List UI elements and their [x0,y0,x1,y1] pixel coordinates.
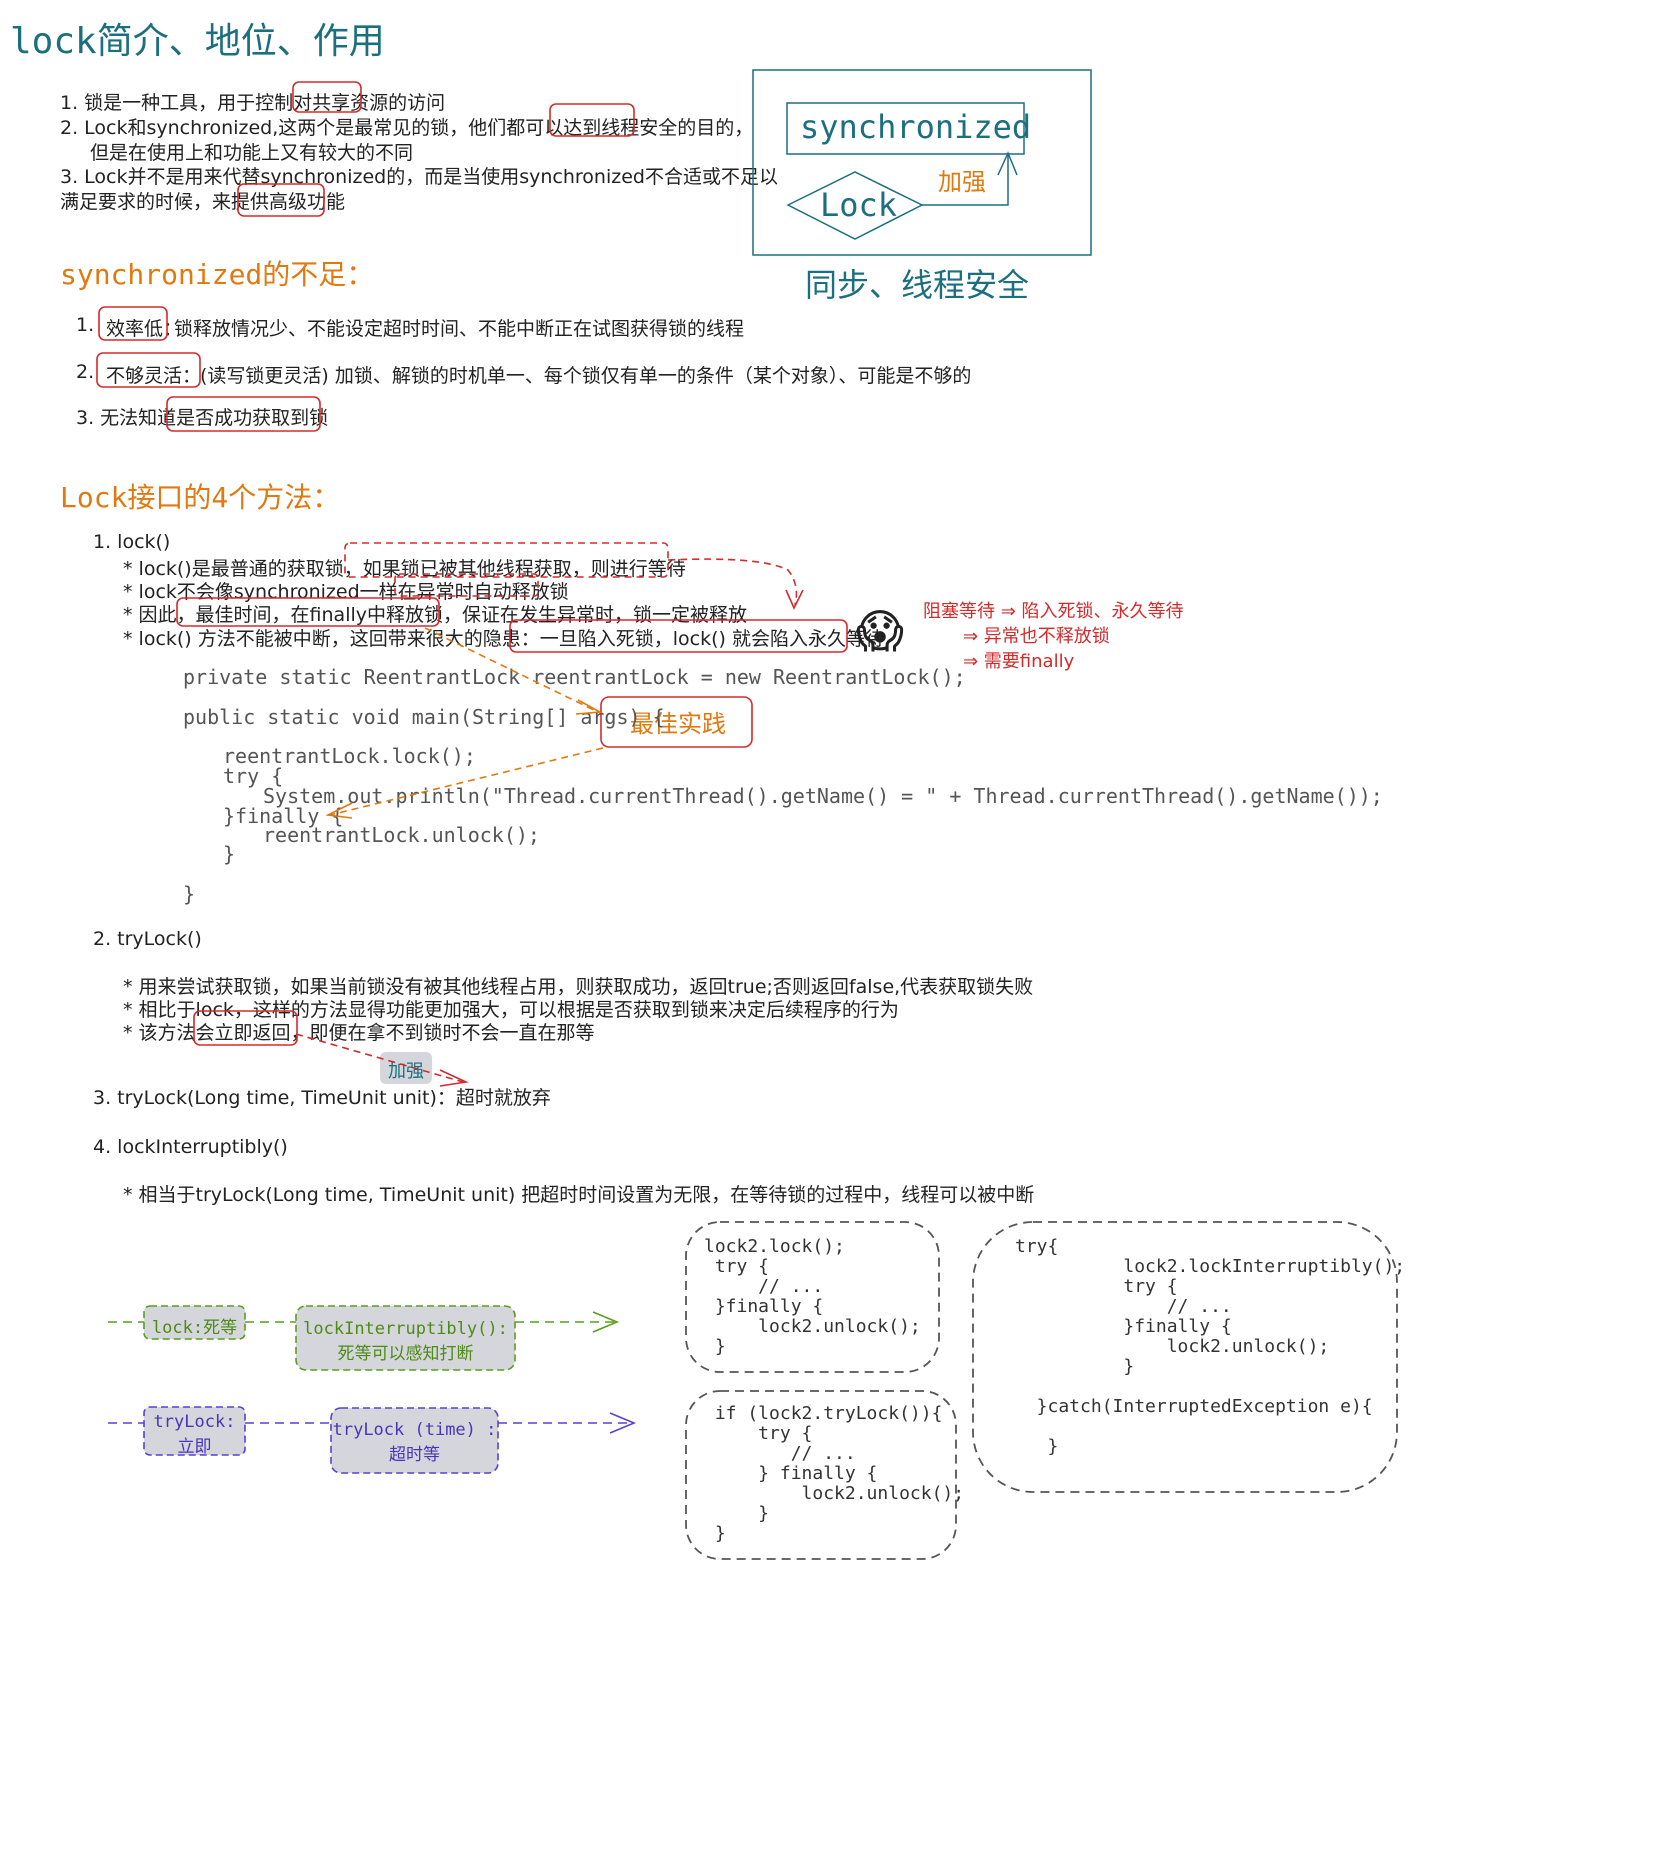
code-line-field: private static ReentrantLock reentrantLo… [183,665,966,689]
highlight-wait [344,542,669,578]
arrow-wait-head [785,589,804,610]
code-line-lock: reentrantLock.lock(); [223,744,476,768]
method-2: 2. tryLock() [93,928,202,950]
pill-lock-border [143,1305,246,1340]
code-box-trylock-text: if (lock2.tryLock()){ try { // ... } fin… [714,1403,965,1544]
sync-item-2-text: (读写锁更灵活) 加锁、解锁的时机单一、每个锁仅有单一的条件（某个对象）、可能是… [200,365,972,387]
method-3: 3. tryLock(Long time, TimeUnit unit)：超时就… [93,1087,551,1109]
pill-lockinterruptibly-label-1: lockInterruptibly(): [303,1319,508,1339]
note-2: ⇒ 异常也不释放锁 [963,626,1110,647]
pill-trylock-border [143,1406,246,1456]
code-box-interruptibly-text: try{ lock2.lockInterruptibly(); try { //… [1015,1236,1406,1457]
page-title: lock简介、地位、作用 [10,21,385,62]
sync-item-2-num: 2. [76,361,95,383]
method-2-bullet-2: * 相比于lock，这样的方法显得功能更加强大，可以根据是否获取到锁来决定后续程… [123,999,899,1021]
diagram-frame [752,69,1092,256]
arrow-best-to-finally [329,747,604,816]
method-1-bullet-1: * lock()是最普通的获取锁，如果锁已被其他线程获取，则进行等待 [123,558,686,580]
note-1: 阻塞等待 ⇒ 陷入死锁、永久等待 [923,601,1184,622]
pill-trylock-label-2: 立即 [177,1437,212,1457]
arrow-finally-head [325,802,353,819]
pill-lock-label: lock:死等 [151,1318,238,1338]
intro-item-1: 1. 锁是一种工具，用于控制对共享资源的访问 [60,92,446,114]
note-3: ⇒ 需要finally [963,651,1075,672]
sync-item-2-tag: 不够灵活： [106,365,202,387]
highlight-advanced [237,183,325,217]
arrow-best-head [575,699,603,715]
highlight-efficiency [98,306,168,341]
code-line-finally: }finally { [223,804,344,828]
synchronized-label: synchronized [800,108,1032,146]
pill-trylock-time-border [330,1407,499,1474]
method-4-bullet-1: * 相当于tryLock(Long time, TimeUnit unit) 把… [123,1184,1035,1206]
highlight-finally [176,597,440,627]
method-4: 4. lockInterruptibly() [93,1136,288,1158]
pill-trylock-bg [144,1407,245,1455]
highlight-deadlock [509,619,848,653]
lock-diamond [786,171,924,240]
code-line-print: System.out.println("Thread.currentThread… [263,784,1383,808]
method-2-bullet-3: * 该方法会立即返回，即便在拿不到锁时不会一直在那等 [123,1022,595,1044]
pill-trylock-time-label-1: tryLock (time) : [332,1420,497,1440]
strengthen-tag-label: 加强 [388,1061,424,1082]
sync-heading: synchronized的不足： [60,258,375,291]
sync-item-1-tag: 效率低： [106,318,183,340]
code-line-close-main: } [183,882,196,906]
highlight-shared-resource [292,81,362,113]
sync-item-3: 3. 无法知道是否成功获取到锁 [76,407,329,429]
pill-trylock-time-label-2: 超时等 [389,1445,440,1465]
pill-trylock-time-bg [331,1408,498,1473]
code-box-interruptibly [972,1221,1398,1493]
best-practice-box [600,696,753,748]
intro-item-3-cont: 满足要求的时候，来提供高级功能 [60,191,346,213]
pill-lockinterruptibly-bg [296,1306,515,1370]
arrow-finally-to-best [424,627,599,713]
code-line-unlock: reentrantLock.unlock(); [263,823,540,847]
code-box-lock-text: lock2.lock(); try { // ... }finally { lo… [704,1236,921,1357]
lock-label: Lock [820,186,898,224]
pill-lock-bg [144,1306,245,1339]
sync-item-1-text: 锁释放情况少、不能设定超时时间、不能中断正在试图获得锁的线程 [174,318,745,340]
code-line-try: try { [223,764,284,788]
diagram-caption: 同步、线程安全 [805,266,1030,304]
code-line-close-finally: } [223,842,236,866]
strengthen-label: 加强 [938,168,986,196]
intro-item-2-cont: 但是在使用上和功能上又有较大的不同 [90,142,414,164]
arrow-timeout-head [439,1069,469,1087]
code-box-trylock [685,1390,957,1560]
method-2-bullet-1: * 用来尝试获取锁，如果当前锁没有被其他线程占用，则获取成功，返回true;否则… [123,976,1034,998]
strengthen-arrow-head [997,151,1018,176]
highlight-unknown [166,396,321,432]
arrow-immediate-to-timeout [295,1033,464,1083]
best-practice-label: 最佳实践 [630,710,726,738]
pill-trylock-label-1: tryLock: [153,1412,236,1432]
highlight-thread-safe [549,103,635,137]
scream-emoji-icon: 😱 [856,604,904,658]
pill-lockinterruptibly-border [295,1305,516,1371]
sync-item-1-num: 1. [76,314,95,336]
code-box-lock [685,1221,940,1373]
pill-lockinterruptibly-label-2: 死等可以感知打断 [337,1344,474,1364]
intro-item-2: 2. Lock和synchronized,这两个是最常见的锁，他们都可以达到线程… [60,117,754,139]
strengthen-tag [380,1052,432,1084]
highlight-exception [394,573,539,597]
synchronized-box [786,102,1025,155]
highlight-flexibility [96,352,201,388]
method-1: 1. lock() [93,531,171,553]
intro-item-3: 3. Lock并不是用来代替synchronized的，而是当使用synchro… [60,166,778,188]
lock-heading: Lock接口的4个方法： [60,481,341,514]
highlight-immediate [193,1010,298,1046]
strengthen-arrow [922,155,1009,206]
method-1-bullet-4: * lock() 方法不能被中断，这回带来很大的隐患：一旦陷入死锁，lock()… [123,628,884,650]
code-line-main: public static void main(String[] args) { [183,705,665,729]
arrow-wait-to-deadlock [667,558,798,606]
